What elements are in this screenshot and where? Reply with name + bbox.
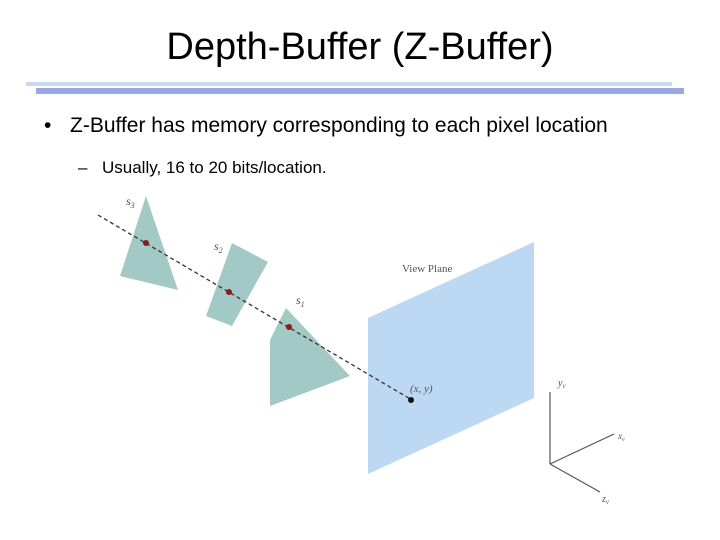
point-s2	[226, 289, 232, 295]
projection-line	[97, 214, 413, 401]
label-point-xy: (x, y)	[410, 383, 433, 395]
sub-bullet-marker: –	[78, 158, 88, 177]
view-plane	[368, 242, 534, 474]
label-s3: s3	[126, 194, 135, 210]
sub-bullet-text: Usually, 16 to 20 bits/location.	[102, 158, 327, 177]
axis-z-label: zv	[601, 494, 610, 506]
point-s3	[143, 240, 149, 246]
surface-s1	[270, 308, 350, 406]
point-xy	[408, 397, 414, 403]
point-s1	[286, 324, 292, 330]
axis-x-line	[549, 433, 615, 465]
surface-s2	[206, 243, 268, 326]
slide-title: Depth-Buffer (Z-Buffer)	[166, 26, 554, 68]
sub-bullet-item: –Usually, 16 to 20 bits/location.	[78, 158, 327, 178]
label-view-plane: View Plane	[402, 263, 452, 275]
label-s1: s1	[296, 293, 305, 309]
title-divider-dark	[36, 88, 684, 94]
bullet-marker: •	[44, 114, 52, 137]
label-s2: s2	[214, 239, 223, 255]
bullet-text: Z-Buffer has memory corresponding to eac…	[70, 114, 608, 137]
axis-z-line	[549, 463, 601, 493]
axis-x-label: xv	[617, 431, 625, 443]
bullet-item: • Z-Buffer has memory corresponding to ea…	[44, 114, 608, 138]
axis-y-label: yv	[557, 378, 566, 390]
title-divider-light	[26, 82, 672, 86]
